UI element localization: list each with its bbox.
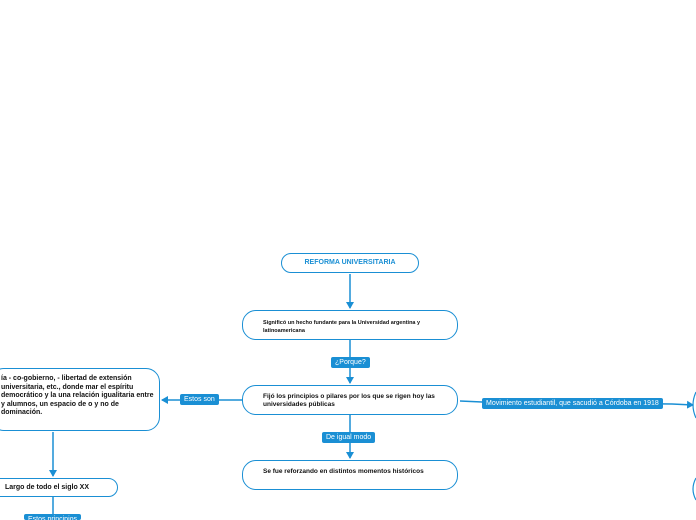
node-fijo-principios-label: Fijó los principios o pilares por los qu…	[263, 393, 435, 408]
node-significo-label: Significó un hecho fundante para la Univ…	[263, 320, 421, 334]
node-largo-siglo-xx[interactable]: Largo de todo el siglo XX	[0, 478, 118, 497]
link-label-de-igual-modo[interactable]: De igual modo	[322, 432, 376, 443]
node-se-fue-reforzando[interactable]: Se fue reforzando en distintos momentos …	[242, 460, 458, 490]
link-label-cut[interactable]: Estos principios	[24, 514, 82, 520]
node-reforma-universitaria[interactable]: REFORMA UNIVERSITARIA	[281, 253, 419, 273]
offscreen-node-edge-1	[692, 391, 696, 419]
node-significo[interactable]: Significó un hecho fundante para la Univ…	[242, 310, 458, 340]
link-label-estos-son[interactable]: Estos son	[180, 394, 219, 405]
node-pilares[interactable]: ía - co-gobierno, - libertad de extensió…	[0, 368, 160, 431]
node-reforma-universitaria-label: REFORMA UNIVERSITARIA	[304, 259, 396, 266]
node-largo-siglo-xx-label: Largo de todo el siglo XX	[5, 484, 90, 491]
link-label-porque[interactable]: ¿Porque?	[331, 357, 370, 368]
offscreen-node-edge-2	[692, 477, 696, 501]
link-label-movimiento[interactable]: Movimiento estudiantil, que sacudió a Có…	[482, 398, 663, 409]
node-fijo-principios[interactable]: Fijó los principios o pilares por los qu…	[242, 385, 458, 415]
node-se-fue-reforzando-label: Se fue reforzando en distintos momentos …	[263, 468, 424, 475]
node-pilares-label: ía - co-gobierno, - libertad de extensió…	[1, 375, 154, 417]
